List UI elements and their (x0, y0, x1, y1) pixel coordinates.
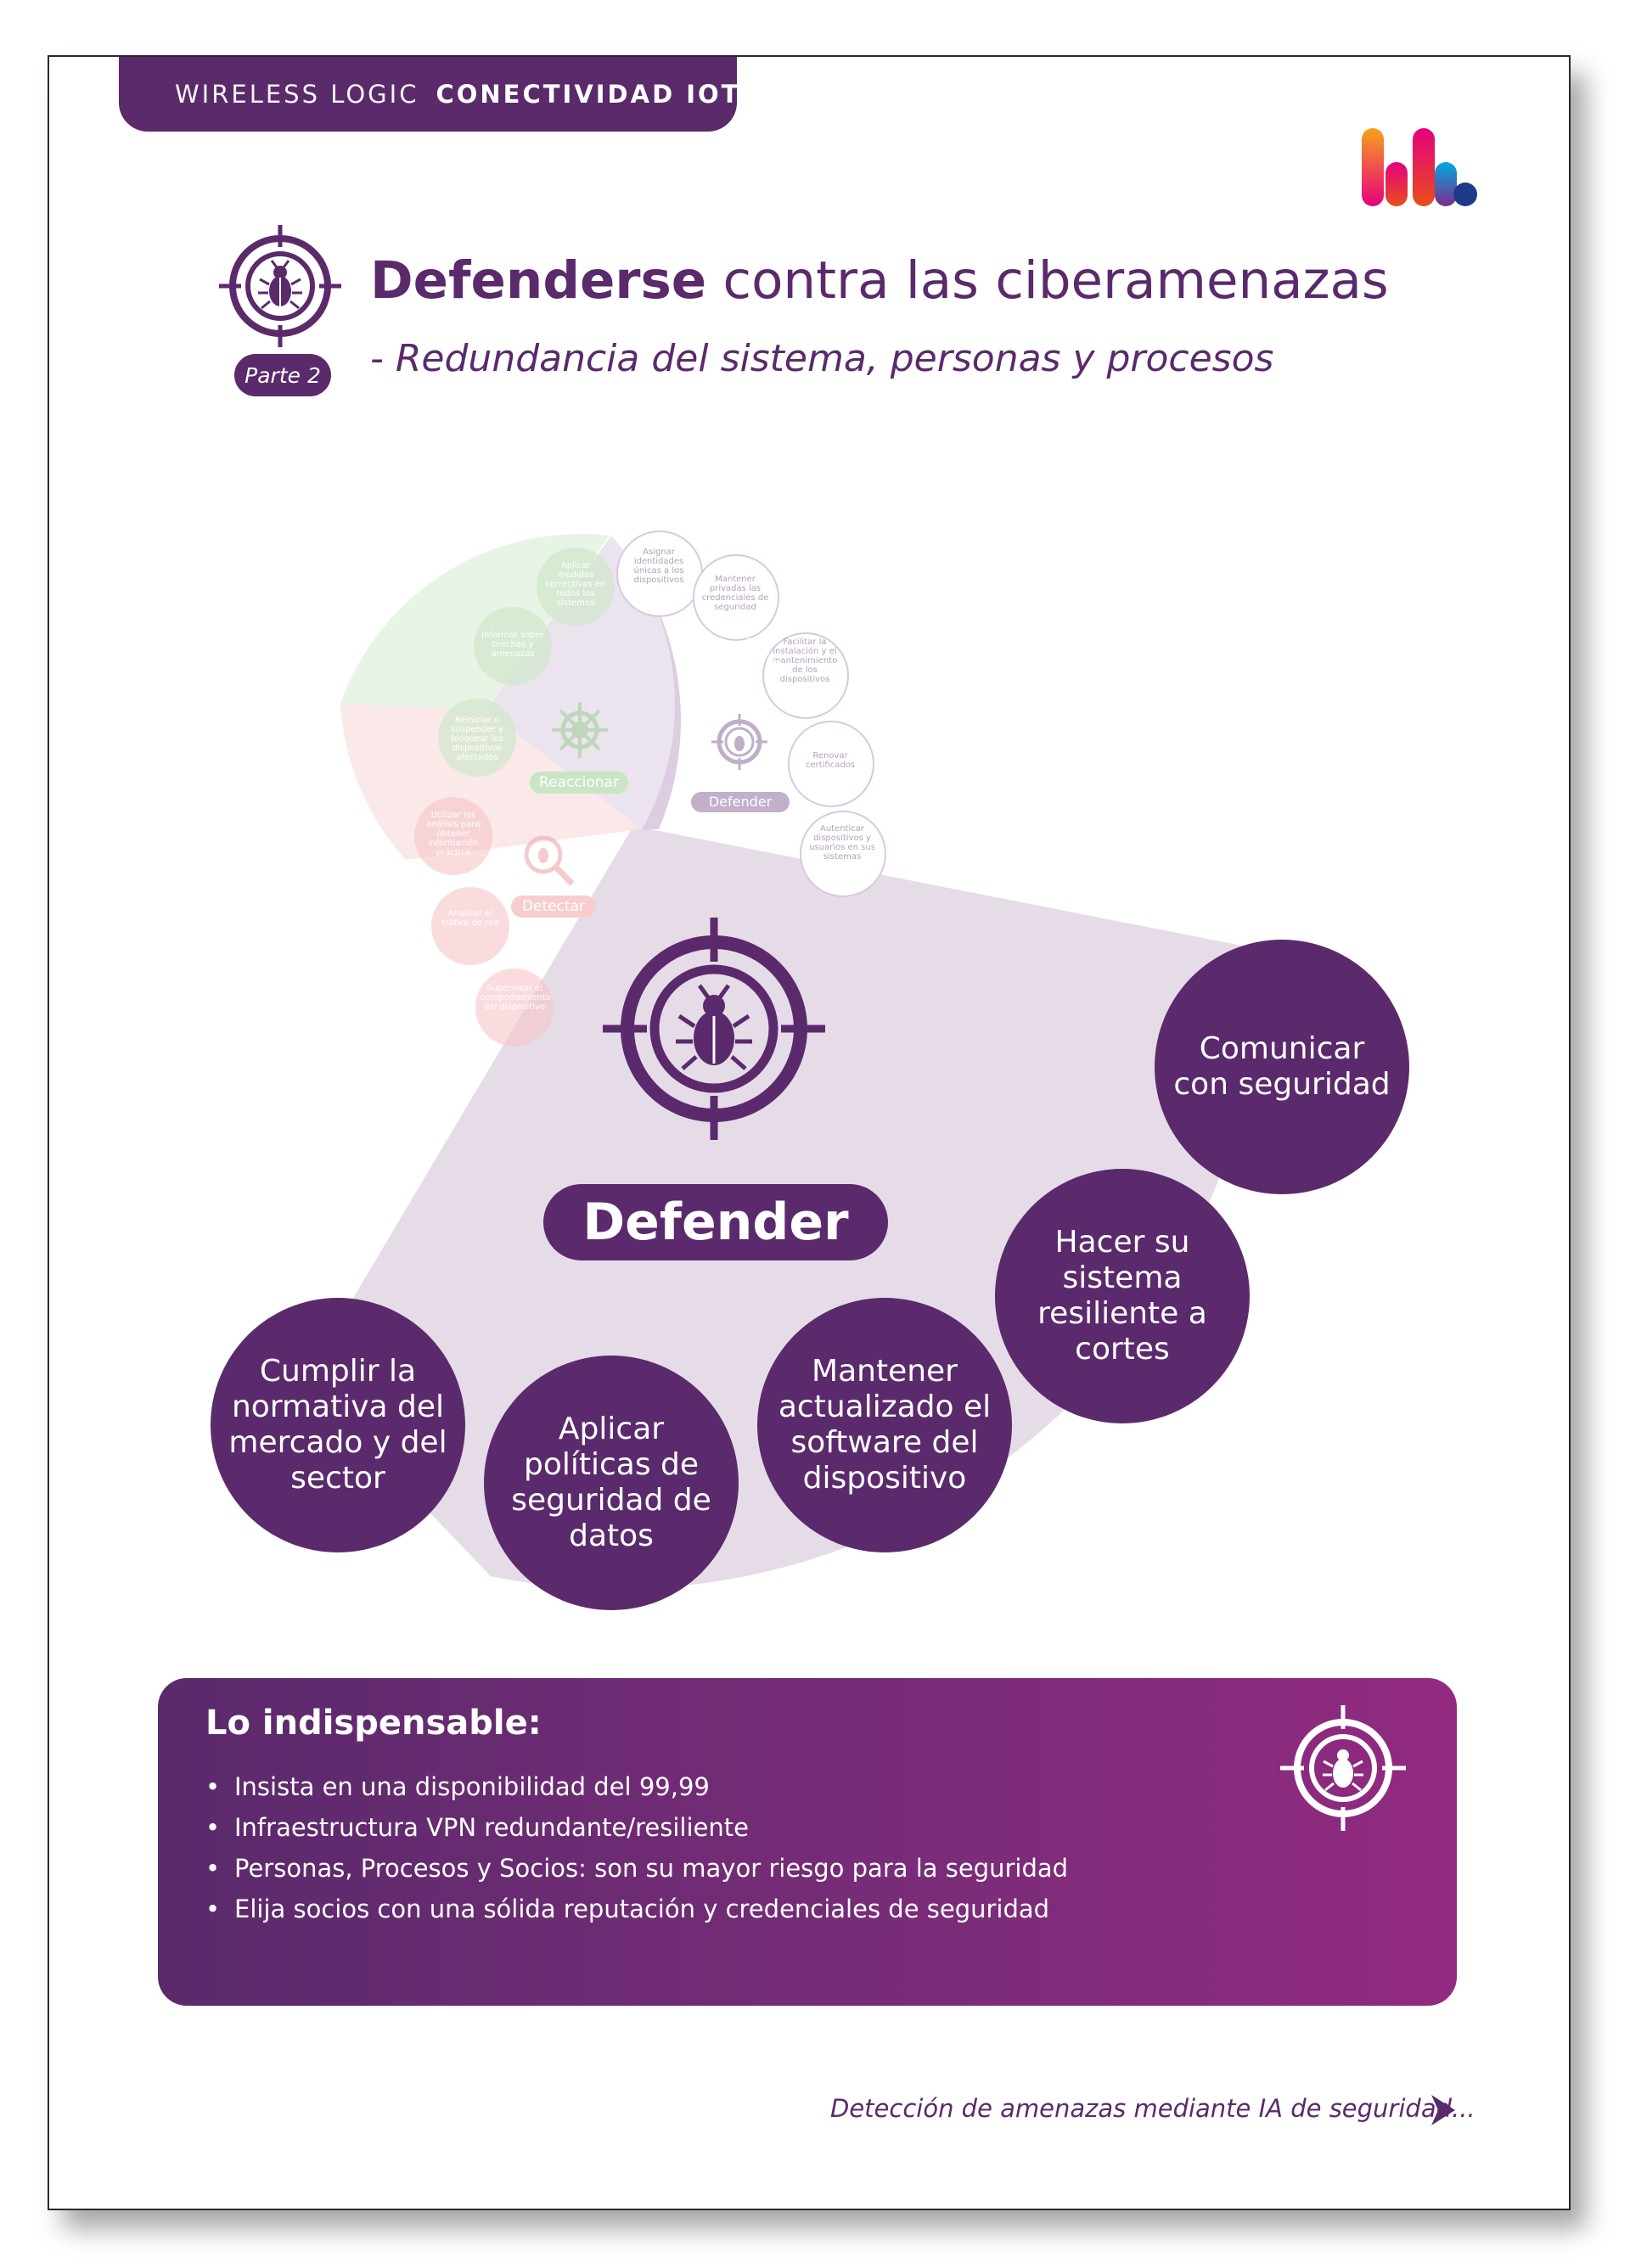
list-item: • Infraestructura VPN redundante/resilien… (205, 1807, 1068, 1848)
target-bug-icon (1280, 1705, 1406, 1831)
list-item-text: Infraestructura VPN redundante/resilient… (234, 1813, 749, 1842)
list-item: • Personas, Procesos y Socios: son su may… (205, 1848, 1068, 1889)
wheel-reaccionar-item: Aplicar medidas correctivas en todos los… (545, 561, 606, 608)
title-bold: Defenderse (370, 250, 707, 311)
page-subtitle: - Redundancia del sistema, personas y pr… (370, 337, 1274, 380)
next-page-link[interactable]: Detección de amenazas mediante IA de seg… (830, 2094, 1475, 2123)
title-rest: contra las ciberamenazas (706, 250, 1389, 311)
wheel-defender-item: Autenticar dispositivos y usuarios en su… (809, 824, 875, 862)
arrow-right-icon[interactable] (1428, 2093, 1457, 2127)
circle-politicas-datos: Aplicar políticas de seguridad de datos (484, 1356, 739, 1610)
ship-wheel-bug-icon (552, 702, 608, 758)
wheel-label-defender: Defender (691, 792, 790, 812)
wheel-reaccionar-item: Informar sobre brechas y amenazas (481, 631, 544, 659)
header-section: CONECTIVIDAD IOT (436, 80, 741, 109)
wheel-defender-item: Renovar certificados (805, 751, 856, 770)
list-item-text: Elija socios con una sólida reputación y… (234, 1895, 1050, 1923)
header-brand: WIRELESS LOGIC (175, 80, 419, 109)
bullet: • (205, 1854, 221, 1883)
wheel-item-circle (475, 968, 554, 1047)
bullet: • (205, 1813, 221, 1842)
target-bug-icon (711, 714, 767, 770)
wheel-detectar-item: Utilizar los análisis para obtener infor… (426, 811, 481, 857)
document-page: WIRELESS LOGIC CONECTIVIDAD IOT (48, 55, 1571, 2210)
wheel-item-circle (616, 531, 703, 617)
wheel-item-circle (800, 811, 886, 897)
wheel-reaccionar-item: Reiniciar o suspender y bloquear los dis… (451, 716, 503, 762)
wheel-detectar-item: Analizar el tráfico de red (441, 909, 499, 928)
target-bug-icon (603, 918, 825, 1140)
wheel-label-reaccionar: Reaccionar (530, 772, 628, 794)
list-item-text: Personas, Procesos y Socios: son su mayo… (234, 1854, 1069, 1883)
part-badge: Parte 2 (234, 354, 331, 396)
wheel-item-circle (693, 554, 779, 641)
list-item: • Insista en una disponibilidad del 99,99 (205, 1766, 1068, 1807)
wheel-defender-item: Mantener privadas las credenciales de se… (701, 575, 769, 612)
wheel-detectar-item: Supervisar el comportamiento del disposi… (481, 984, 552, 1012)
wheel-item-circle (438, 699, 516, 777)
circle-actualizar-software: Mantener actualizado el software del dis… (757, 1298, 1012, 1552)
wheel-defender-item: Facilitar la instalación y el mantenimie… (772, 637, 838, 684)
circle-normativa: Cumplir la normativa del mercado y del s… (211, 1298, 465, 1552)
essentials-box: Lo indispensable: • Insista en una dispon… (158, 1678, 1457, 2006)
list-item-text: Insista en una disponibilidad del 99,99 (234, 1772, 710, 1801)
circle-comunicar: Comunicar con seguridad (1155, 940, 1409, 1194)
target-bug-icon (219, 225, 341, 347)
bullet: • (205, 1895, 221, 1923)
bullet: • (205, 1772, 221, 1801)
search-bug-icon (524, 835, 575, 886)
wheel-item-circle (537, 547, 615, 626)
list-item: • Elija socios con una sólida reputación … (205, 1889, 1068, 1929)
wheel-label-detectar: Detectar (511, 895, 596, 918)
wheel-item-circle (474, 607, 552, 685)
circle-resiliente: Hacer su sistema resiliente a cortes (995, 1169, 1250, 1423)
essentials-title: Lo indispensable: (205, 1704, 542, 1743)
wheel-item-circle (431, 887, 509, 965)
page-title: Defenderse contra las ciberamenazas (370, 250, 1389, 311)
wheel-defender-item: Asignar identidades únicas a los disposi… (633, 547, 684, 585)
wheel-item-circle (788, 721, 874, 807)
wheel-item-circle (762, 632, 849, 719)
defender-label: Defender (543, 1184, 888, 1260)
wheel-item-circle (414, 797, 492, 875)
company-logo (1362, 128, 1477, 206)
essentials-list: • Insista en una disponibilidad del 99,99… (205, 1766, 1068, 1929)
header-tab: WIRELESS LOGIC CONECTIVIDAD IOT (119, 57, 741, 132)
